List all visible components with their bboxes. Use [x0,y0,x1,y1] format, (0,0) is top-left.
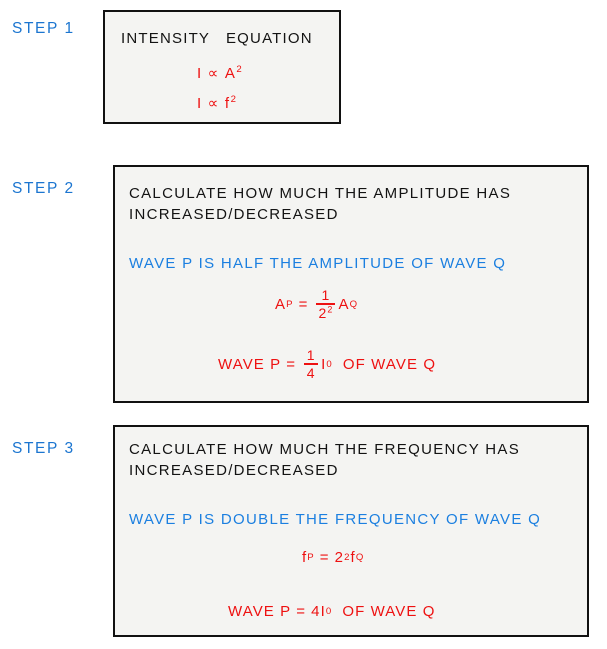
proportional-icon: ∝ [207,95,220,112]
equation-exponent: 2 [230,94,238,105]
formula-rhs-symbol: A [338,296,350,314]
intensity-symbol: I [320,603,326,620]
equation-intensity-amplitude: I∝A2 [197,64,243,82]
fraction-denominator: 4 [306,364,316,381]
fraction-bar [304,363,319,365]
step-1-label: STEP 1 [12,20,75,37]
step-3-heading: CALCULATE HOW MUCH THE FREQUENCY HAS INC… [129,441,521,479]
equation-base: f [224,95,231,112]
fraction-numerator: 1 [321,287,331,303]
step-2-heading: CALCULATE HOW MUCH THE AMPLITUDE HAS INC… [129,185,512,223]
step-2-statement: WAVE P IS HALF THE AMPLITUDE OF WAVE Q [129,255,507,272]
step-3-label: STEP 3 [12,440,75,457]
conclusion-factor: 4 [311,603,321,620]
step-3-box: CALCULATE HOW MUCH THE FREQUENCY HAS INC… [113,425,589,637]
formula-lhs-symbol: A [275,296,287,314]
conclusion-suffix: OF WAVE Q [342,356,437,374]
intensity-equation-title: INTENSITY EQUATION [121,30,313,47]
fraction-denominator: 22 [316,303,335,321]
equation-lhs: I [197,65,203,82]
fraction: 1 4 [304,347,319,381]
equation-lhs: I [197,95,203,112]
factor-base: 2 [334,549,345,566]
fraction-denominator-exponent: 2 [327,303,334,314]
equation-intensity-frequency: I∝f2 [197,94,237,112]
equals-sign: = [319,549,330,566]
equals-sign: = [298,296,309,314]
fraction-numerator: 1 [306,347,316,363]
formula-rhs-symbol: f [350,549,356,566]
conclusion-suffix: OF WAVE Q [342,603,436,620]
formula-lhs-symbol: f [302,549,308,566]
conclusion-prefix: WAVE P = [228,603,307,620]
proportional-icon: ∝ [207,65,220,82]
step-2-label: STEP 2 [12,180,75,197]
intensity-symbol: I [321,356,327,374]
step-1-box: INTENSITY EQUATION I∝A2 I∝f2 [103,10,341,124]
fraction: 1 22 [316,287,336,321]
fraction-bar [316,303,336,305]
step-3-statement: WAVE P IS DOUBLE THE FREQUENCY OF WAVE Q [129,511,542,528]
equation-exponent: 2 [236,64,244,75]
conclusion-prefix: WAVE P = [218,356,297,374]
step-2-box: CALCULATE HOW MUCH THE AMPLITUDE HAS INC… [113,165,589,403]
fraction-denominator-base: 2 [318,304,328,321]
equation-base: A [224,65,237,82]
